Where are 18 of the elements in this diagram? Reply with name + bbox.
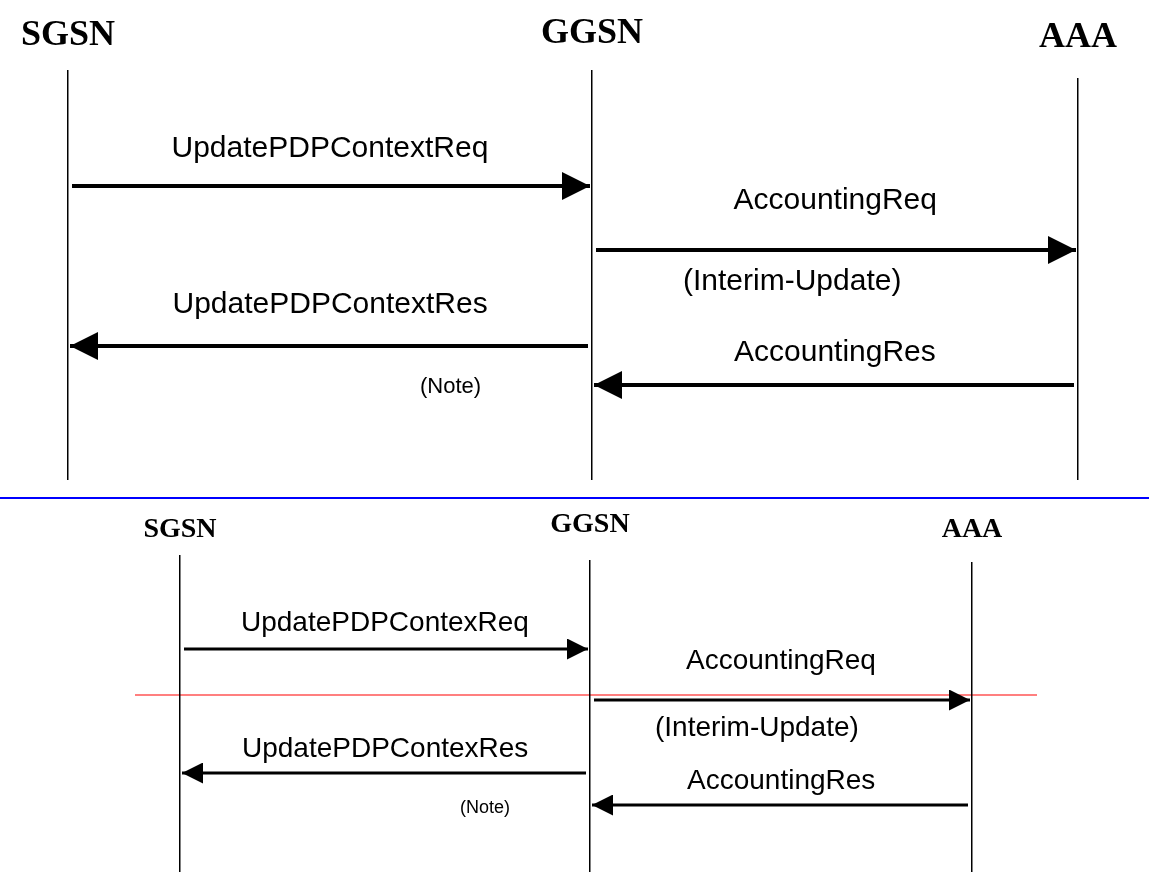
participant-label: GGSN [549, 507, 631, 539]
edge-label: UpdatePDPContexRes [242, 734, 529, 762]
participant-label: GGSN [540, 10, 644, 52]
participant-label: AAA [1038, 14, 1118, 56]
participant-label: AAA [940, 512, 1004, 544]
edge-label: UpdatePDPContextRes [172, 288, 488, 318]
note-text: (Interim-Update) [655, 713, 859, 741]
edge-label: AccountingRes [734, 336, 936, 366]
edge-label: AccountingReq [733, 184, 937, 214]
participant-label: SGSN [142, 512, 218, 544]
edge-label: UpdatePDPContextReq [171, 132, 489, 162]
note-text: (Interim-Update) [683, 265, 902, 295]
participant-label: SGSN [19, 12, 116, 54]
note-text: (Note) [420, 375, 482, 397]
edge-label: UpdatePDPContexReq [241, 608, 529, 636]
edge-label: AccountingReq [686, 646, 876, 674]
edge-label: AccountingRes [687, 766, 876, 794]
note-text: (Note) [460, 798, 510, 816]
